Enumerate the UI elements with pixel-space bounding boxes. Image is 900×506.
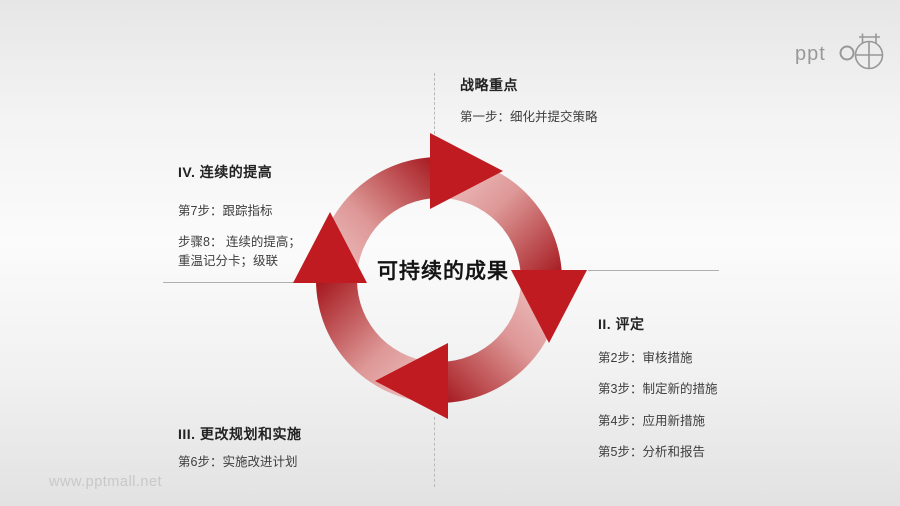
horizontal-guide-line-left [163, 282, 321, 283]
ring-arc-bottom-right [439, 280, 562, 403]
section-strategic-focus: 战略重点 第一步：细化并提交策略 [460, 75, 598, 125]
section-title: II. 评定 [598, 316, 645, 332]
arrow-top-east [430, 133, 503, 209]
section-step: 第3步：制定新的措施 [598, 382, 718, 396]
pptmall-logo: ppt [795, 33, 884, 70]
arrow-right-south [511, 270, 587, 343]
section-replanning-implementation: III. 更改规划和实施 第6步：实施改进计划 [178, 424, 301, 470]
section-step: 第6步：实施改进计划 [178, 455, 298, 469]
horizontal-guide-line-right [588, 270, 719, 271]
section-step: 第7步：跟踪指标 [178, 204, 273, 218]
section-title: III. 更改规划和实施 [178, 426, 302, 442]
logo-text: ppt [795, 43, 826, 65]
step-line: 步骤8： 连续的提高； [178, 235, 301, 249]
logo-globe-icon [854, 33, 884, 70]
center-label: 可持续的成果 [377, 260, 509, 283]
arrow-left-north [293, 212, 367, 283]
watermark: www.pptmall.net [49, 474, 163, 490]
section-step: 第4步：应用新措施 [598, 413, 705, 428]
step-line: 重温记分卡；级联 [178, 254, 279, 268]
section-step: 第5步：分析和报告 [598, 445, 705, 459]
section-continuous-improvement: IV. 连续的提高 第7步：跟踪指标 步骤8： 连续的提高； 重温记分卡；级联 [178, 162, 301, 271]
arrow-bottom-west [375, 343, 448, 419]
vertical-guide-line-bottom [434, 417, 435, 487]
section-step: 第2步：审核措施 [598, 350, 693, 365]
vertical-guide-line-top [434, 73, 435, 134]
section-title: IV. 连续的提高 [178, 164, 273, 180]
logo-small-circle-icon [839, 45, 855, 61]
section-title: 战略重点 [460, 77, 518, 93]
section-step: 第一步：细化并提交策略 [460, 110, 598, 124]
section-step: 步骤8： 连续的提高； 重温记分卡；级联 [178, 233, 301, 271]
section-assessment: II. 评定 第2步：审核措施 第3步：制定新的措施 第4步：应用新措施 第5步… [598, 314, 717, 460]
